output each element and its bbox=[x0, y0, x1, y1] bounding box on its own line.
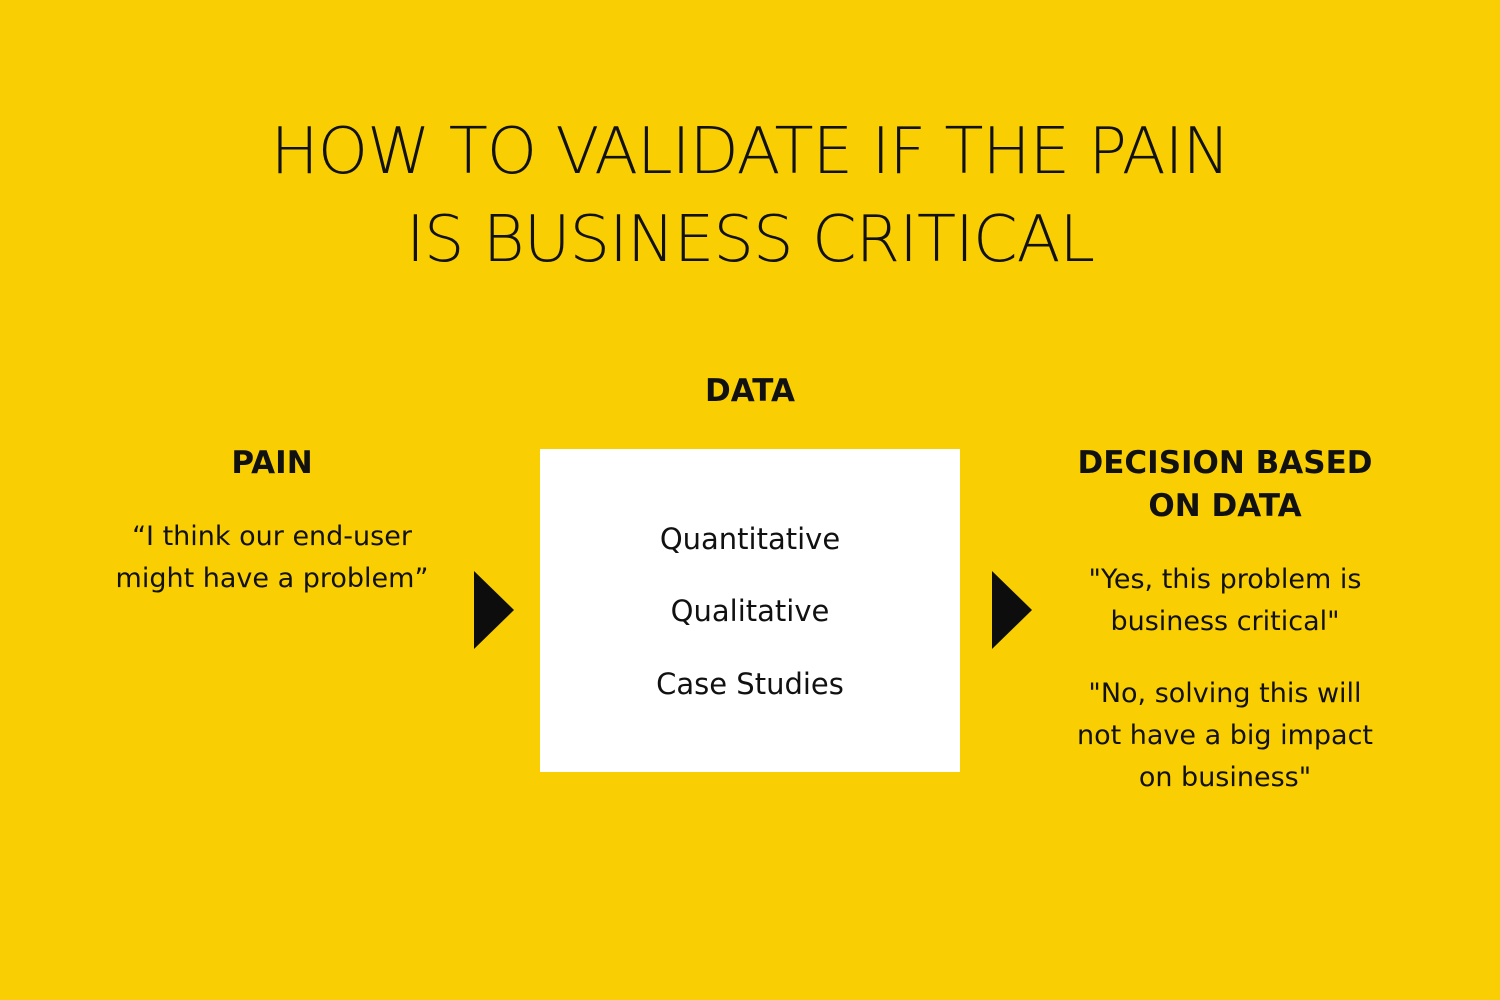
page-title-line-2: IS BUSINESS CRITICAL bbox=[405, 203, 1095, 277]
decision-quote-no-line-3: on business" bbox=[1138, 762, 1312, 793]
decision-heading-line-2: ON DATA bbox=[1148, 488, 1302, 524]
decision-quote-yes-line-1: "Yes, this problem is bbox=[1088, 564, 1362, 595]
data-item-qualitative: Qualitative bbox=[670, 594, 830, 628]
data-item-quantitative: Quantitative bbox=[659, 522, 841, 556]
pain-heading: PAIN bbox=[231, 445, 313, 481]
pain-quote: “I think our end-user might have a probl… bbox=[62, 516, 482, 600]
decision-quote-no: "No, solving this will not have a big im… bbox=[1040, 673, 1410, 799]
data-box: Quantitative Qualitative Case Studies bbox=[540, 449, 960, 772]
pain-quote-line-2: might have a problem” bbox=[115, 563, 429, 594]
decision-heading: DECISION BASED ON DATA bbox=[1025, 442, 1425, 528]
data-to-decision-arrow-icon bbox=[992, 571, 1032, 649]
pain-to-data-arrow-icon bbox=[474, 571, 514, 649]
page-title: HOW TO VALIDATE IF THE PAIN IS BUSINESS … bbox=[0, 108, 1500, 284]
data-heading: DATA bbox=[704, 373, 796, 409]
decision-heading-line-1: DECISION BASED bbox=[1077, 445, 1373, 481]
pain-quote-line-1: “I think our end-user bbox=[132, 521, 412, 552]
decision-quote-no-line-1: "No, solving this will bbox=[1088, 678, 1362, 709]
page-title-line-1: HOW TO VALIDATE IF THE PAIN bbox=[270, 115, 1231, 189]
decision-quote-yes: "Yes, this problem is business critical" bbox=[1040, 559, 1410, 643]
decision-quote-no-line-2: not have a big impact bbox=[1076, 720, 1374, 751]
decision-quote-yes-line-2: business critical" bbox=[1110, 606, 1340, 637]
data-item-case-studies: Case Studies bbox=[656, 667, 844, 701]
